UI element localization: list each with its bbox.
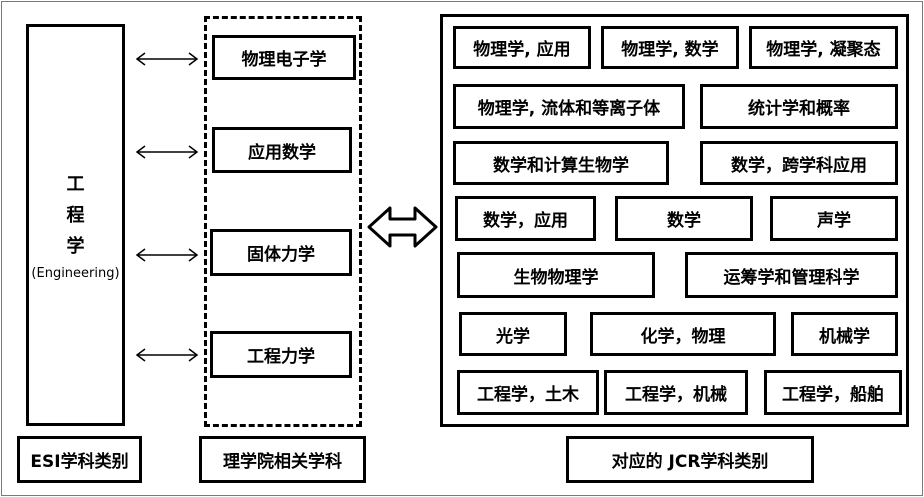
jcr-category-box: 工程学，土木 <box>457 370 599 415</box>
jcr-category-box: 运筹学和管理科学 <box>685 252 898 298</box>
esi-english-label: (Engineering) <box>31 266 120 281</box>
science-subjects-group <box>204 16 362 427</box>
jcr-category-box: 数学，应用 <box>455 196 596 241</box>
double-headed-arrow-icon <box>135 52 199 66</box>
big-hollow-double-arrow-icon <box>367 206 438 248</box>
jcr-category-box: 数学，跨学科应用 <box>700 141 898 185</box>
esi-char-1: 工 <box>66 174 85 195</box>
esi-engineering-box: 工 程 学 (Engineering) <box>26 24 125 426</box>
esi-char-2: 程 <box>66 205 85 226</box>
jcr-category-box: 统计学和概率 <box>700 84 898 129</box>
esi-category-label: ESI学科类别 <box>17 436 142 483</box>
jcr-categories-panel <box>440 14 909 427</box>
jcr-category-box: 工程学，船舶 <box>764 370 902 415</box>
double-headed-arrow-icon <box>135 145 199 159</box>
science-subject-box: 固体力学 <box>210 229 352 276</box>
jcr-category-box: 化学，物理 <box>590 312 776 356</box>
esi-char-3: 学 <box>66 236 85 257</box>
double-headed-arrow-icon <box>135 348 199 362</box>
double-headed-arrow-icon <box>135 248 199 262</box>
jcr-category-box: 光学 <box>459 312 567 356</box>
jcr-category-box: 数学和计算生物学 <box>453 141 669 185</box>
jcr-category-box: 声学 <box>770 196 898 241</box>
jcr-category-label: 对应的 JCR学科类别 <box>566 436 814 483</box>
science-subject-box: 应用数学 <box>212 127 352 173</box>
jcr-category-box: 数学 <box>615 196 753 241</box>
jcr-category-box: 机械学 <box>791 312 898 356</box>
science-subject-box: 工程力学 <box>210 331 352 378</box>
jcr-category-box: 物理学, 数学 <box>601 26 739 69</box>
jcr-category-box: 物理学, 凝聚态 <box>749 26 898 69</box>
jcr-category-box: 物理学, 流体和等离子体 <box>453 84 685 129</box>
jcr-category-box: 工程学，机械 <box>604 370 748 415</box>
science-subject-box: 物理电子学 <box>212 35 356 80</box>
science-related-label: 理学院相关学科 <box>199 436 366 483</box>
jcr-category-box: 生物物理学 <box>457 252 655 298</box>
jcr-category-box: 物理学, 应用 <box>453 26 591 69</box>
